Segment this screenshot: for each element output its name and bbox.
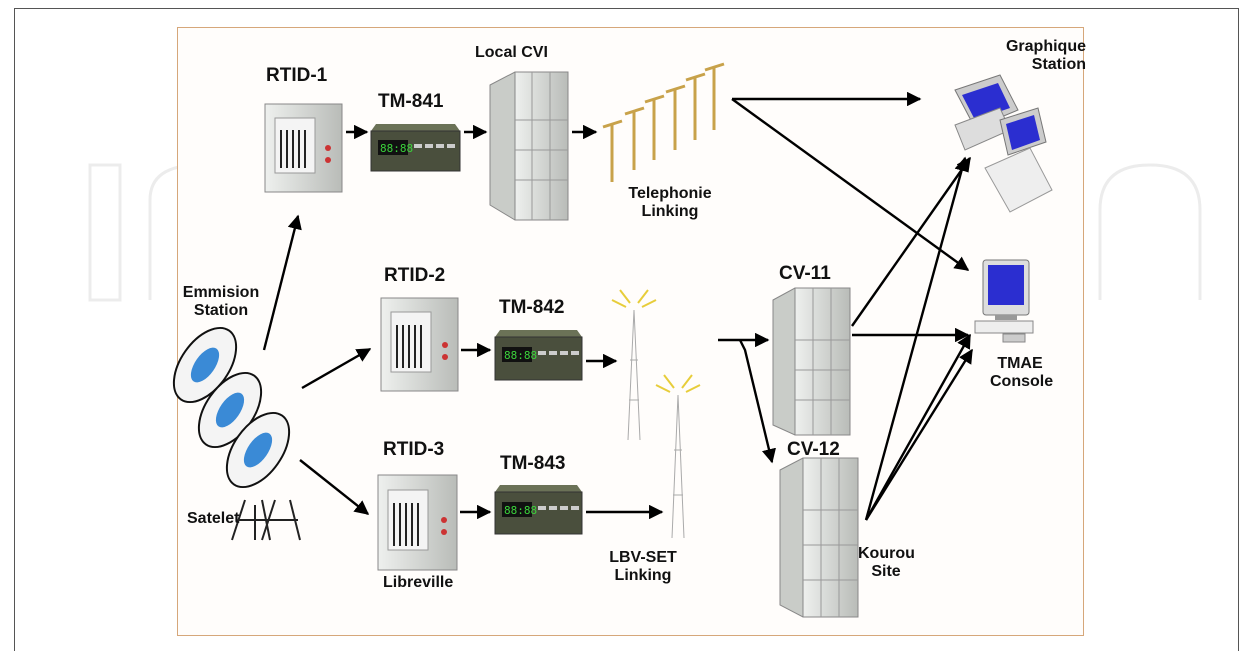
kourou-site-label: Kourou Site <box>858 545 915 580</box>
graphique-station-computers-icon <box>954 74 1053 213</box>
svg-text:88:88: 88:88 <box>504 504 537 517</box>
tm-843-unit-icon: 88:88 <box>494 485 583 535</box>
connection-arrows <box>262 91 974 521</box>
tm-842-label: TM-842 <box>499 297 565 318</box>
tm-841-unit-icon: 88:88 <box>370 124 461 172</box>
radio-tower-icon <box>655 374 701 539</box>
rtid-3-label: RTID-3 <box>383 439 445 460</box>
satellite-dishes-icon <box>172 326 301 541</box>
telephone-poles-icon <box>602 62 725 182</box>
cv-12-rack-icon <box>779 457 859 618</box>
lbv-set-linking-label: LBV-SET Linking <box>609 549 677 584</box>
tm-843-label: TM-843 <box>500 453 566 474</box>
telephonie-linking-label: Telephonie Linking <box>628 185 712 220</box>
tm-841-label: TM-841 <box>378 91 444 112</box>
tm-842-unit-icon: 88:88 <box>494 330 583 381</box>
local-cvi-label: Local CVI <box>475 44 548 61</box>
diagram-panel <box>177 27 1084 636</box>
local-cvi-rack-icon <box>489 71 569 221</box>
tmae-console-computer-icon <box>974 259 1034 343</box>
rtid-1-label: RTID-1 <box>266 65 328 86</box>
cv-11-label: CV-11 <box>779 263 831 284</box>
cv-12-label: CV-12 <box>787 439 840 460</box>
libreville-label: Libreville <box>383 574 454 591</box>
rtid-3-cabinet-icon <box>377 474 458 571</box>
rtid-1-cabinet-icon <box>264 103 343 193</box>
satelet-label: Satelet <box>187 510 240 527</box>
svg-text:88:88: 88:88 <box>380 142 413 155</box>
tmae-console-label: TMAE Console <box>990 355 1054 390</box>
emission-station-label: Emmision Station <box>182 284 260 319</box>
svg-text:88:88: 88:88 <box>504 349 537 362</box>
rtid-2-cabinet-icon <box>380 297 459 392</box>
graphique-station-label: Graphique Station <box>1005 38 1086 73</box>
cv-11-rack-icon <box>772 287 851 436</box>
radio-tower-icon <box>611 289 657 441</box>
rtid-2-label: RTID-2 <box>384 265 446 286</box>
